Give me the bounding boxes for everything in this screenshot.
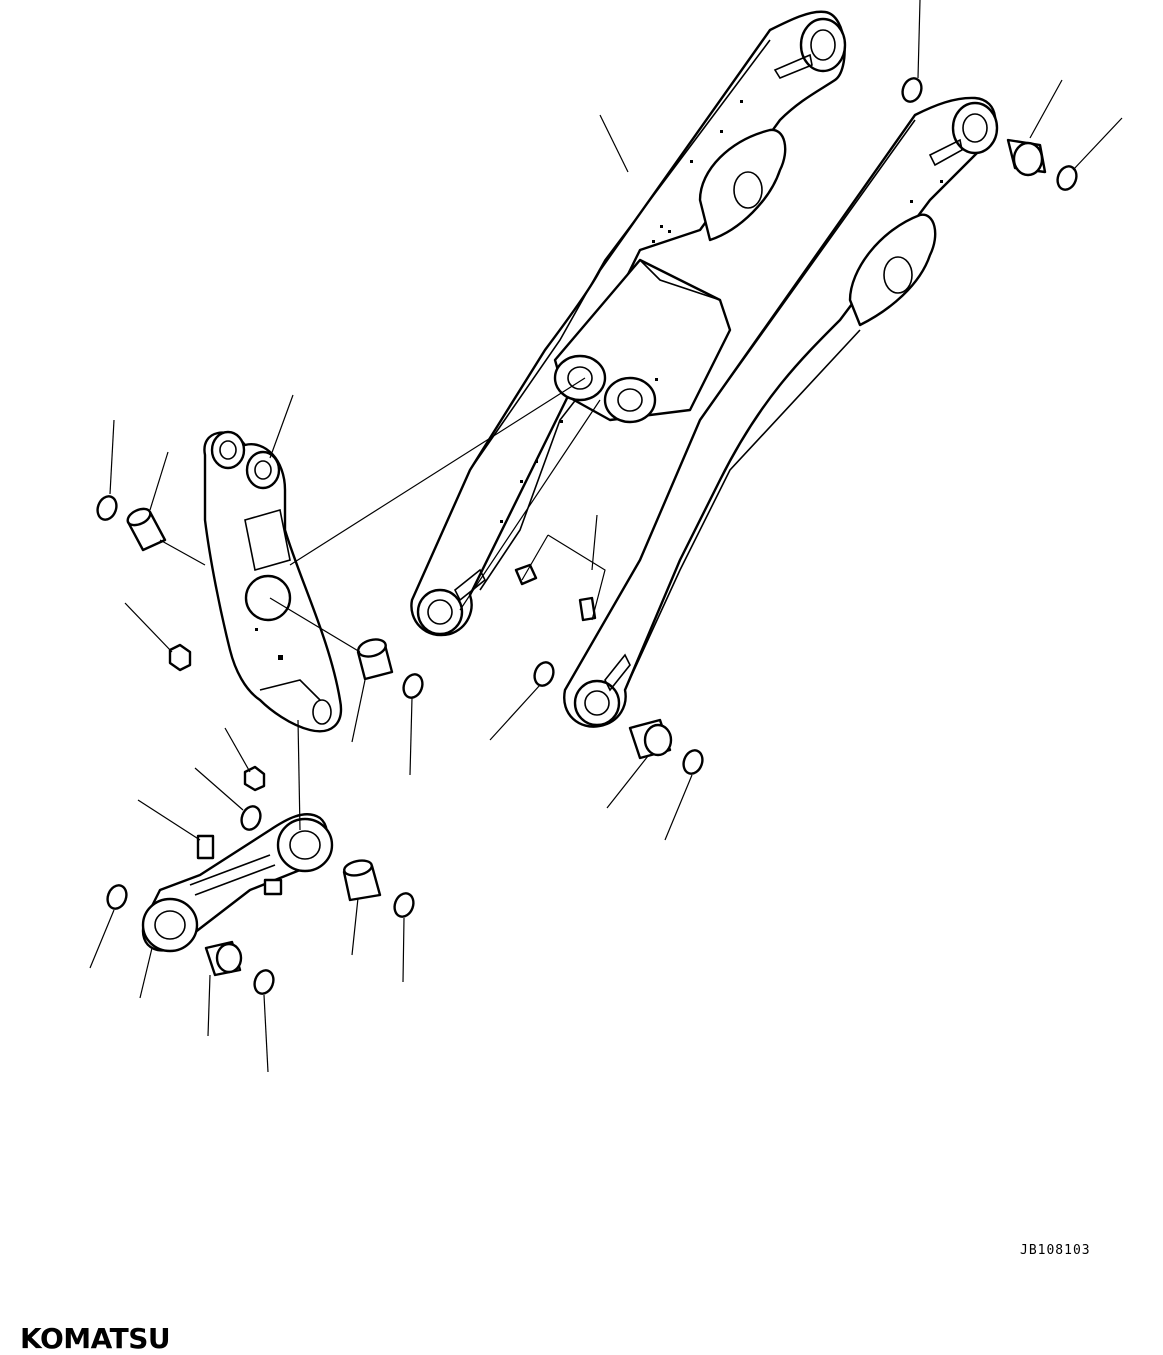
- seal-rings: [96, 77, 1078, 995]
- boom-arm-right: [563, 96, 999, 728]
- bushing-4: [628, 718, 673, 760]
- seal-ring-5: [1056, 165, 1078, 191]
- seal-ring-3: [533, 661, 555, 687]
- seal-ring-7: [240, 805, 262, 831]
- cross-tube: [553, 258, 732, 424]
- seal-ring-9: [393, 892, 415, 918]
- seal-ring-4: [901, 77, 923, 103]
- grease-fitting-1: [196, 834, 215, 860]
- bushing-2: [356, 638, 394, 681]
- seal-ring-2: [402, 673, 424, 699]
- nut-1: [168, 643, 192, 672]
- boom-arm-left: [410, 10, 847, 637]
- grease-fitting-2: [514, 563, 538, 586]
- bushing-6: [204, 940, 243, 977]
- komatsu-logo: KOMATSU: [20, 1322, 171, 1355]
- grease-fitting-3: [578, 596, 597, 622]
- bushing-5: [342, 859, 382, 902]
- bell-crank: [203, 430, 343, 733]
- seal-ring-8: [106, 884, 128, 910]
- seal-ring-1: [96, 495, 118, 521]
- leader-lines: [89, 0, 1123, 1073]
- detail-marks: [255, 100, 943, 660]
- seal-ring-10: [253, 969, 275, 995]
- grease-fittings: [168, 563, 597, 860]
- bushing-parts: [126, 138, 1047, 977]
- nut-2: [243, 765, 266, 792]
- drawing-code: JB108103: [1020, 1243, 1091, 1258]
- tilt-link: [141, 813, 334, 953]
- bushing-3: [1006, 138, 1047, 177]
- seal-ring-6: [682, 749, 704, 775]
- bushing-1: [126, 507, 167, 552]
